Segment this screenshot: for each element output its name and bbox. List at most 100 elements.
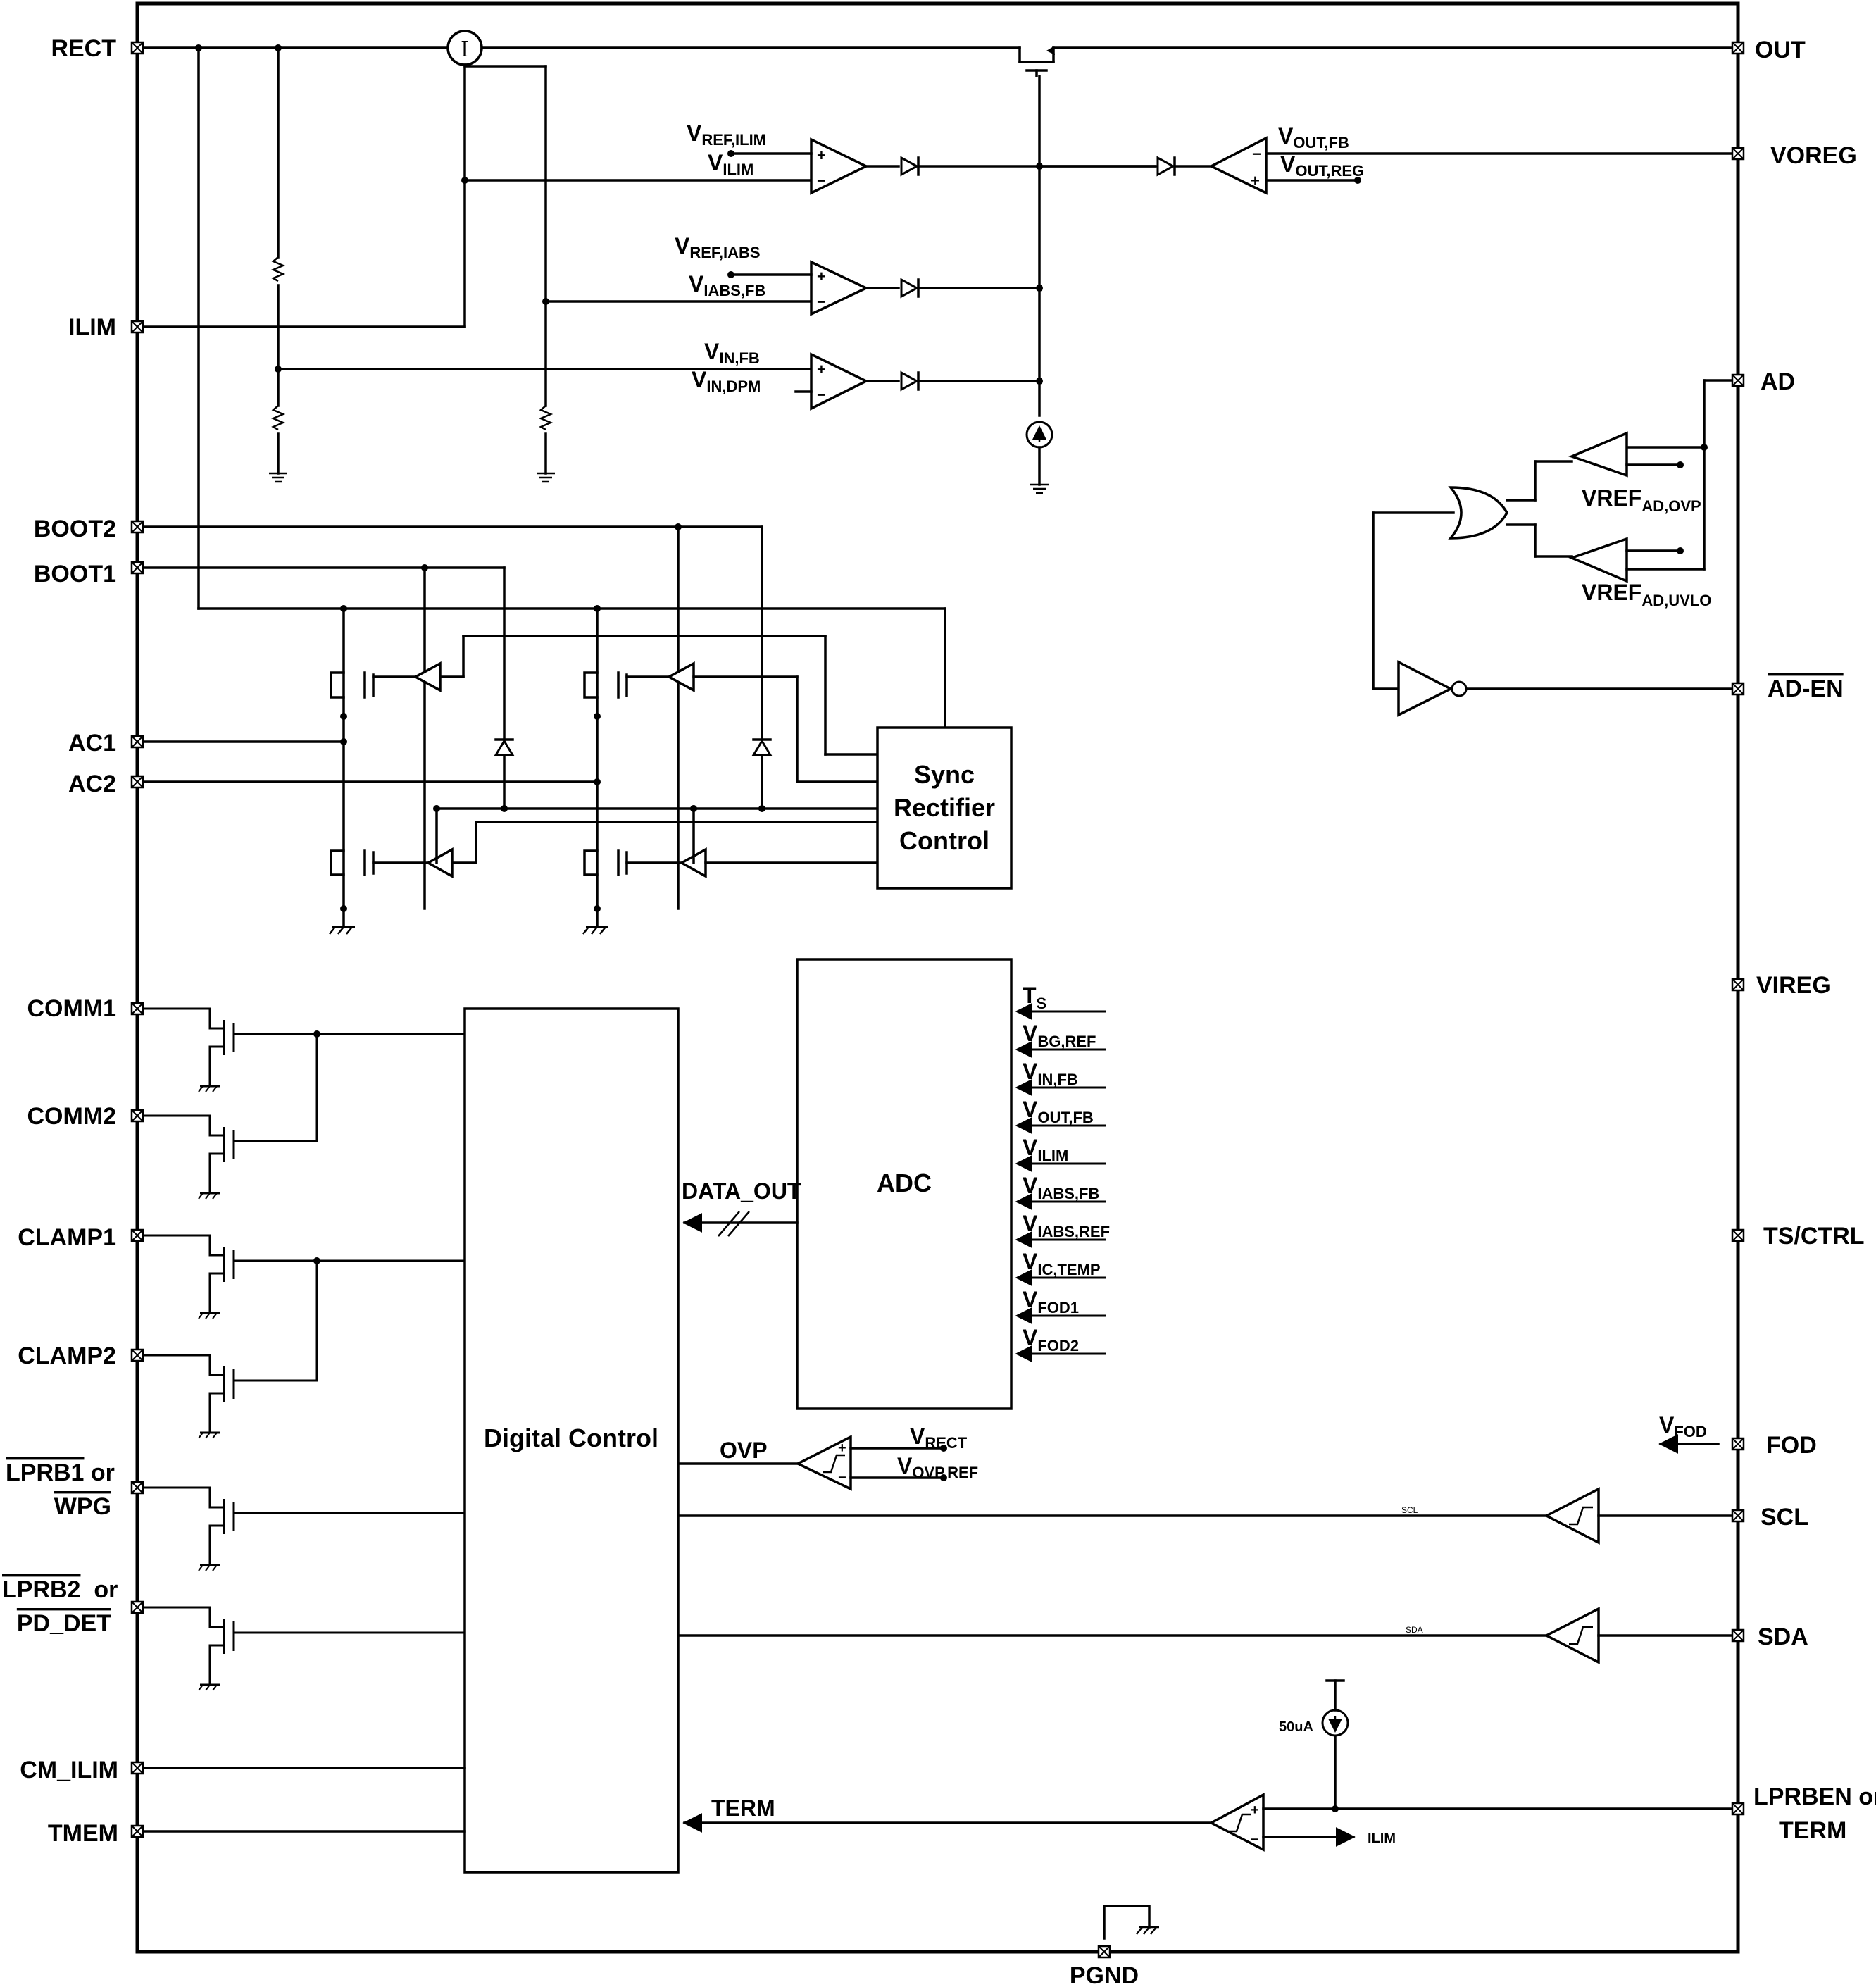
svg-text:VIN,DPM: VIN,DPM — [692, 367, 761, 395]
sync-rectifier-control-block — [876, 726, 1013, 890]
svg-text:−: − — [1252, 145, 1261, 163]
top-comparators: +− +− +− −+ — [727, 75, 1732, 494]
pin-label-sda: SDA — [1758, 1624, 1808, 1650]
pin-marker — [1731, 1802, 1745, 1816]
term-label: TERM — [711, 1795, 775, 1821]
svg-text:VREF,ILIM: VREF,ILIM — [687, 120, 766, 149]
pin-marker — [130, 1824, 144, 1838]
adc-input-sub: ILIM — [1037, 1147, 1068, 1164]
svg-text:+: + — [838, 1440, 846, 1456]
digital-and-adc: Digital Control ADC DATA_OUT TSVBG,REFVI… — [143, 958, 1732, 1940]
pin-marker — [130, 520, 144, 534]
sync-block-line3: Control — [899, 826, 989, 855]
adc-input-sub: FOD2 — [1037, 1337, 1079, 1354]
open-drain-switch — [144, 1007, 465, 1092]
adc-input-label: VFOD2 — [1023, 1325, 1079, 1354]
open-drain-switch — [144, 1606, 465, 1691]
adc-input-sub: OUT,FB — [1037, 1109, 1093, 1126]
pin-marker — [1731, 1509, 1745, 1523]
pin-label-lprb1: LPRB1 or WPG — [6, 1459, 115, 1520]
data-out-label: DATA_OUT — [682, 1178, 801, 1204]
pin-marker — [1097, 1945, 1111, 1959]
lprb2-or: or — [80, 1576, 118, 1603]
adc-input: VBG,REF — [1015, 1021, 1106, 1058]
pin-label-vireg: VIREG — [1756, 972, 1831, 999]
pin-label-clamp1: CLAMP1 — [18, 1224, 116, 1251]
pin-label-ad-en: AD-EN — [1768, 675, 1844, 702]
pin-label-cm-ilim: CM_ILIM — [20, 1757, 118, 1783]
pin-marker — [1731, 1228, 1745, 1242]
pin-label-pgnd: PGND — [1070, 1962, 1139, 1987]
pin-label-fod: FOD — [1766, 1432, 1817, 1459]
power-path: I — [143, 30, 1732, 729]
pin-marker — [1731, 147, 1745, 161]
digital-control-label: Digital Control — [484, 1424, 658, 1452]
adc-input-label: VOUT,FB — [1023, 1097, 1094, 1126]
svg-text:VREFAD,OVP: VREFAD,OVP — [1582, 485, 1701, 515]
adc-input-main: V — [1023, 1249, 1038, 1274]
pin-marker — [1731, 1437, 1745, 1451]
adc-input-label: VFOD1 — [1023, 1287, 1079, 1316]
pin-marker — [130, 41, 144, 55]
adc-input-label: VIN,FB — [1023, 1059, 1078, 1088]
pin-label-ilim: ILIM — [68, 314, 116, 341]
adc-input-label: TS — [1023, 983, 1046, 1012]
adc-input-sub: FOD1 — [1037, 1299, 1079, 1316]
svg-text:−: − — [838, 1470, 846, 1485]
open-drain-switch — [144, 1261, 318, 1439]
lprb1-name: LPRB1 — [6, 1459, 84, 1486]
comparator-signal-labels: VREF,ILIM VILIM VREF,IABS VIABS,FB VIN,F… — [675, 120, 1364, 395]
ovp-label: OVP — [720, 1438, 768, 1463]
lprb2-name: LPRB2 — [2, 1576, 80, 1603]
adc-input: VIABS,FB — [1015, 1173, 1106, 1210]
open-drain-switch — [144, 1486, 465, 1571]
pin-marker — [1731, 1628, 1745, 1643]
pin-label-boot1: BOOT1 — [34, 561, 116, 587]
adc-input-sub: S — [1037, 995, 1047, 1012]
sync-block-line2: Rectifier — [894, 793, 995, 822]
left-pin-labels: RECT ILIM BOOT2 BOOT1 AC1 AC2 COMM1 COMM… — [2, 35, 118, 1847]
adc-input-main: V — [1023, 1173, 1038, 1198]
pin-label-boot2: BOOT2 — [34, 516, 116, 542]
svg-text:VIABS,FB: VIABS,FB — [689, 271, 765, 299]
adc-input-sub: IC,TEMP — [1037, 1261, 1100, 1278]
ad-detection: VREFAD,OVP VREFAD,UVLO — [1372, 379, 1732, 717]
adc-block — [796, 958, 1013, 1410]
ilim-out-label: ILIM — [1368, 1831, 1396, 1846]
adc-input-sub: IN,FB — [1037, 1071, 1077, 1088]
svg-text:VOVP,REF: VOVP,REF — [897, 1453, 978, 1481]
pin-label-comm2: COMM2 — [27, 1103, 116, 1130]
pin-marker — [130, 1761, 144, 1775]
ic-boundary — [135, 1, 1740, 1954]
sync-rectifier: Sync Rectifier Control — [143, 523, 1013, 935]
svg-text:+: + — [817, 147, 826, 164]
adc-input: VFOD2 — [1015, 1325, 1106, 1362]
svg-text:VOUT,REG: VOUT,REG — [1280, 151, 1364, 180]
pin-label-lprben: LPRBEN or — [1753, 1783, 1876, 1810]
digital-control-block — [463, 1007, 680, 1874]
pin-markers — [130, 41, 1745, 1959]
pin-marker — [130, 1002, 144, 1016]
lprb2-alt: PD_DET — [17, 1610, 111, 1637]
adc-input-label: VIC,TEMP — [1023, 1249, 1101, 1278]
pin-marker — [130, 1109, 144, 1123]
pin-label-clamp2: CLAMP2 — [18, 1343, 116, 1369]
pin-marker — [1731, 41, 1745, 55]
svg-text:+: + — [817, 361, 826, 378]
svg-text:+: + — [1251, 172, 1260, 189]
adc-input-label: VILIM — [1023, 1135, 1068, 1164]
pin-marker — [130, 775, 144, 789]
adc-input: VILIM — [1015, 1135, 1106, 1172]
pin-label-rect: RECT — [51, 35, 116, 62]
svg-text:VILIM: VILIM — [708, 150, 753, 178]
svg-text:VREFAD,UVLO: VREFAD,UVLO — [1582, 580, 1711, 609]
pin-marker — [130, 1600, 144, 1614]
pin-marker — [130, 1481, 144, 1495]
current-source-label: 50uA — [1279, 1719, 1313, 1735]
svg-text:VFOD: VFOD — [1659, 1412, 1707, 1440]
adc-input: VIC,TEMP — [1015, 1249, 1106, 1286]
pin-marker — [130, 1228, 144, 1242]
svg-text:+: + — [817, 268, 826, 285]
adc-input: VFOD1 — [1015, 1287, 1106, 1324]
pin-marker — [130, 735, 144, 749]
